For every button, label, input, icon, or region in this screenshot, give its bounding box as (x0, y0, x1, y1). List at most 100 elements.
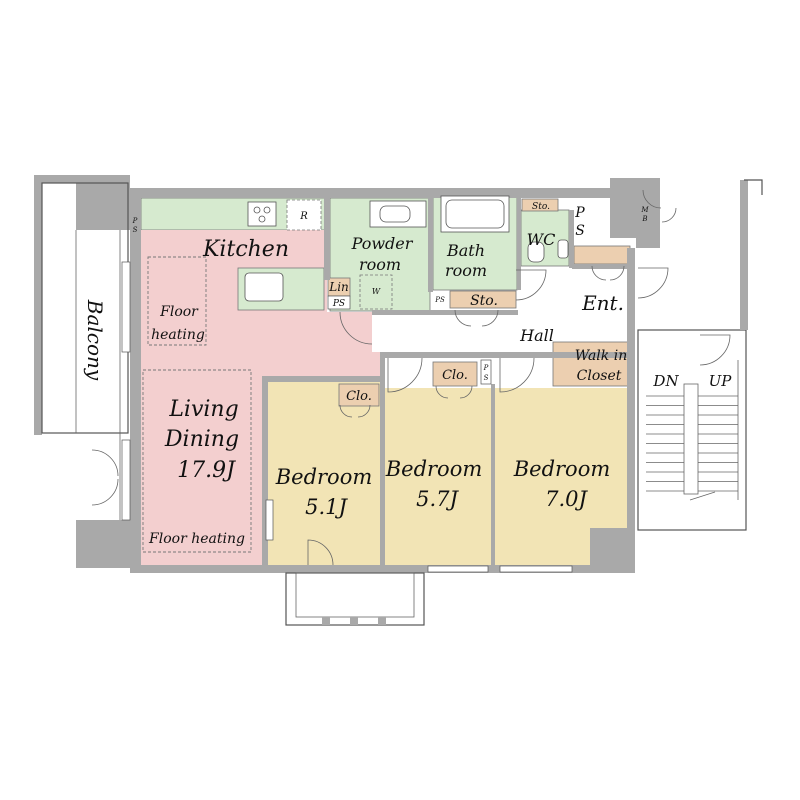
balcony-wall-left (34, 175, 84, 183)
partition-hall-top (372, 310, 518, 315)
bay-window (285, 572, 425, 626)
bath-storage-label: Sto. (470, 293, 498, 309)
entrance-label: Ent. (581, 291, 624, 315)
sink-icon (244, 272, 284, 302)
door-swing (387, 357, 423, 393)
pillar-bottom-left (76, 520, 141, 568)
wall-top (76, 188, 636, 198)
door-swing (307, 539, 334, 566)
burner-icon (258, 215, 266, 223)
window-bedroom-3 (499, 565, 573, 573)
bedroom-2-area (384, 388, 492, 565)
balcony-wall-top (34, 175, 42, 435)
ps-linen-label: PS (332, 299, 345, 309)
walkin-closet-label-2: Closet (577, 368, 622, 384)
corridor-wall (740, 180, 748, 330)
burner-icon (263, 206, 271, 214)
bay-inner (295, 572, 415, 618)
wc-storage-label: Sto. (532, 202, 550, 212)
door-swing (499, 357, 535, 393)
ps-bath-label: PS (434, 296, 445, 304)
door-swing (435, 385, 449, 399)
door-swing (454, 309, 472, 327)
door-swing (339, 311, 373, 345)
bay-post-3 (378, 617, 386, 625)
wc-storage (521, 198, 559, 212)
pillar-top-left (76, 175, 130, 230)
stairs-up-label: UP (709, 372, 733, 390)
bath-storage (449, 290, 517, 309)
partition-entry (572, 264, 630, 269)
ps-box (480, 359, 492, 385)
door-swing (637, 267, 669, 299)
stove-icon (247, 201, 277, 227)
living-dining-area (141, 230, 380, 565)
door-swing (339, 404, 353, 418)
partition-wc-entry (569, 210, 574, 268)
bedroom-3-label: Bedroom (513, 457, 611, 481)
bath-room-label: Bath (446, 241, 485, 260)
entrance-shoe-storage (573, 245, 631, 265)
closet-1-label: Clo. (346, 389, 372, 404)
stairwell (637, 179, 763, 531)
stair-treads-right (698, 395, 738, 492)
doors (91, 189, 731, 566)
wall-bottom (130, 565, 630, 573)
partition-entry-right (627, 248, 635, 338)
radiator-icon (265, 499, 274, 541)
ps-kitchen-label-p: P (132, 217, 138, 225)
wall-right (627, 330, 635, 573)
kitchen-label: Kitchen (202, 237, 289, 262)
walkin-closet-label: Walk in (575, 348, 627, 364)
bedroom-2-size-label: 5.7J (416, 487, 459, 511)
refrigerator-label: R (299, 211, 308, 222)
ps-kitchen-label-s: S (133, 226, 138, 234)
basin-icon (379, 205, 411, 223)
ps-small-label-p: P (483, 364, 489, 372)
stairwell-outline (637, 329, 747, 531)
ps-wc-label-p: P (574, 205, 585, 221)
partition-bed1-bed2 (380, 352, 385, 565)
door-swing (357, 404, 371, 418)
bedroom-3-size-label: 7.0J (545, 487, 588, 511)
balcony-door (121, 439, 131, 521)
labels: Kitchen Floor heating Living Dining 17.9… (83, 202, 732, 547)
floor-heating-zone-kitchen (147, 256, 207, 346)
floor-heating-kitchen-label-2: heating (151, 327, 205, 343)
refrigerator-icon (286, 199, 322, 231)
mb-label-m: M (640, 206, 649, 214)
bedroom-1-area (266, 380, 380, 565)
linen-label: Lin (328, 280, 349, 294)
closet-2-area (432, 361, 478, 387)
toilet-icon (527, 241, 545, 263)
door-swing (91, 478, 119, 506)
bath-room-label-2: room (445, 261, 487, 280)
floor-heating-living-label: Floor heating (148, 531, 245, 547)
balcony-window (121, 261, 131, 353)
wc-basin-icon (557, 239, 569, 259)
washer-icon (359, 274, 393, 310)
door-swing (459, 385, 473, 399)
stair-turn (689, 491, 716, 501)
powder-room-label: Powder (351, 234, 414, 253)
dining-label: Dining (164, 427, 239, 452)
pillar-bottom-right (590, 528, 630, 573)
stair-core (683, 383, 699, 495)
window-bedroom-2 (427, 565, 489, 573)
door-swing (515, 269, 547, 301)
door-swing (91, 449, 119, 477)
door-swing (481, 309, 499, 327)
ps-small-label-s: S (484, 374, 489, 382)
closet-1-area (338, 383, 380, 407)
bay-post-2 (350, 617, 358, 625)
corridor-wall-top (744, 179, 763, 195)
bathtub-inner-icon (445, 199, 505, 229)
floor-heating-kitchen-label: Floor (159, 304, 199, 320)
stair-treads-left (646, 395, 684, 492)
door-swing (699, 334, 731, 366)
hall-label: Hall (519, 326, 554, 345)
bedroom-2-label: Bedroom (385, 457, 483, 481)
partition-bed-top (380, 352, 630, 358)
wc-label: WC (527, 230, 556, 249)
